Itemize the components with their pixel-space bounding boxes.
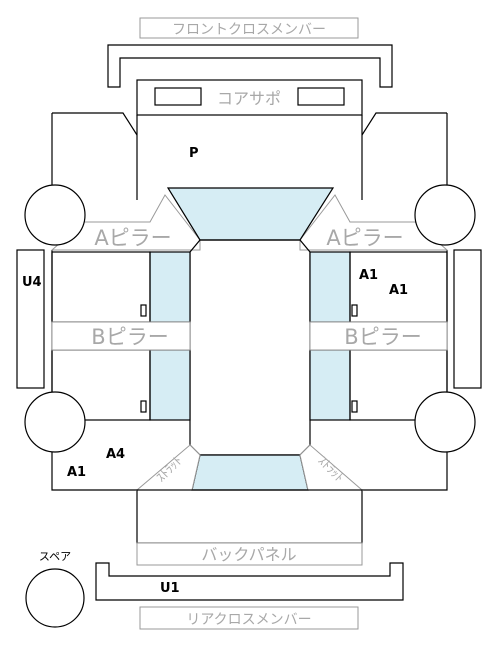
marker-a4: A4 xyxy=(106,447,125,462)
rear-cross-member-box xyxy=(139,606,359,630)
front-bumper-bracket xyxy=(107,44,393,88)
marker-u4: U4 xyxy=(22,275,42,290)
handle-rear-left xyxy=(140,400,147,413)
hood-side-lines xyxy=(136,115,363,200)
marker-u1: U1 xyxy=(160,581,180,596)
b-pillar-left-band xyxy=(51,321,191,351)
core-support-slot-left xyxy=(154,87,202,106)
core-support-label: コアサポ xyxy=(217,89,281,108)
window-rear-left xyxy=(149,349,191,421)
a-pillar-left-label: Aピラー xyxy=(94,226,171,250)
rear-bumper-bracket xyxy=(95,562,404,601)
door-front-left xyxy=(51,251,151,323)
tire-front-right xyxy=(414,184,476,246)
b-pillar-left-label: Bピラー xyxy=(91,325,168,349)
b-pillar-right-band xyxy=(309,321,448,351)
handle-front-right xyxy=(351,304,358,317)
marker-p: P xyxy=(189,146,199,161)
trunk-outline xyxy=(136,489,363,544)
tire-rear-right xyxy=(414,391,476,453)
handle-rear-right xyxy=(351,400,358,413)
spare-tire xyxy=(25,568,85,628)
a-pillar-right-label: Aピラー xyxy=(326,226,403,250)
core-support-slot-right xyxy=(297,87,345,106)
fender-right-top xyxy=(361,112,447,136)
spare-label: スペア xyxy=(39,550,71,563)
front-cross-member-box xyxy=(139,17,359,39)
window-front-left xyxy=(149,251,191,323)
marker-a1-front-right-1: A1 xyxy=(359,268,378,283)
cabin-outline xyxy=(189,239,311,456)
core-support-outline xyxy=(136,79,363,116)
handle-front-left xyxy=(140,304,147,317)
back-panel-label: バックパネル xyxy=(201,545,296,564)
fender-left-top xyxy=(52,112,138,136)
rear-cross-member-label: リアクロスメンバー xyxy=(186,612,311,628)
window-front-right xyxy=(309,251,351,323)
front-cross-member-label: フロントクロスメンバー xyxy=(172,22,326,38)
b-pillar-right-label: Bピラー xyxy=(344,325,421,349)
tire-rear-left xyxy=(24,391,86,453)
marker-a1-front-right-2: A1 xyxy=(389,283,408,298)
window-rear-right xyxy=(309,349,351,421)
rocker-panel-right xyxy=(453,249,482,389)
back-panel-box xyxy=(136,542,363,566)
rear-window xyxy=(191,454,309,491)
tire-front-left xyxy=(24,184,86,246)
rocker-panel-left xyxy=(16,249,45,389)
marker-a1-rear-left: A1 xyxy=(67,465,86,480)
